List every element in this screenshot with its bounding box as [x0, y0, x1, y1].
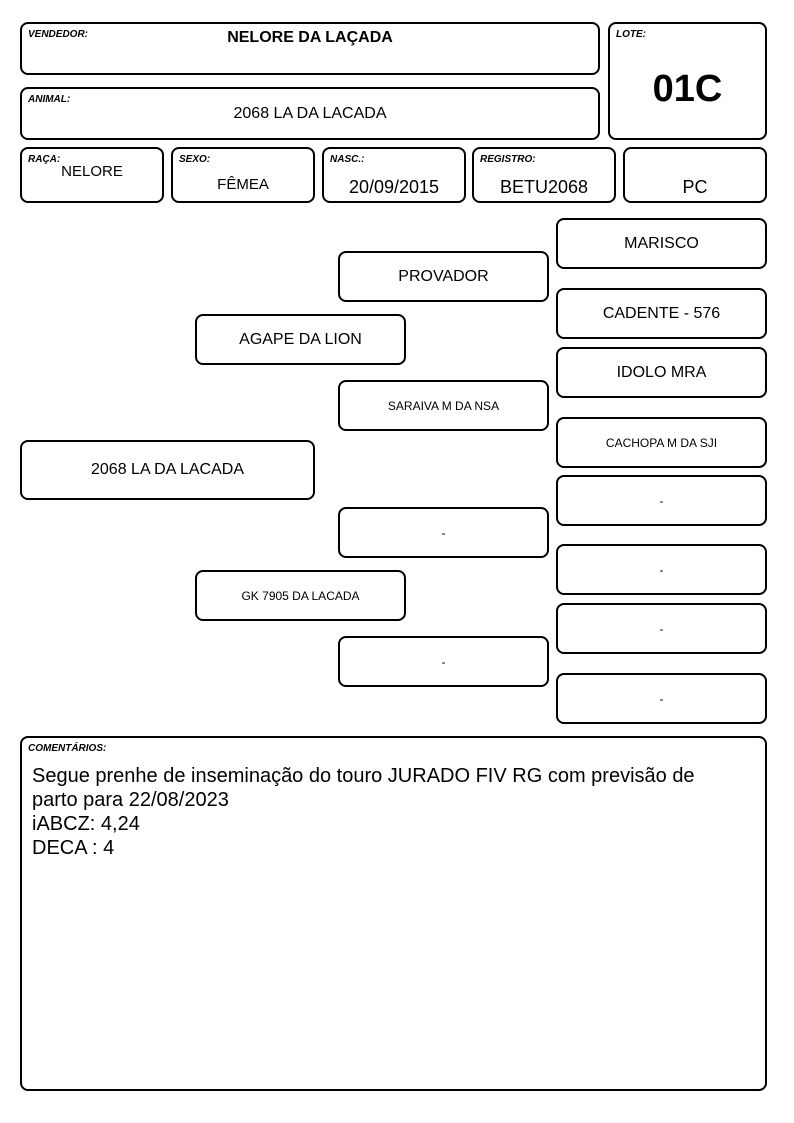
- pedigree-sire: AGAPE DA LION: [195, 314, 406, 365]
- nasc-box: NASC.: 20/09/2015: [322, 147, 466, 203]
- categoria-value: PC: [682, 177, 708, 197]
- pedigree-ggp-2: CADENTE - 576: [556, 288, 767, 339]
- vendedor-box: VENDEDOR: NELORE DA LAÇADA: [20, 22, 600, 75]
- registro-label: REGISTRO:: [480, 154, 536, 165]
- pedigree-dam-dam: -: [338, 636, 549, 687]
- comments-label: COMENTÁRIOS:: [28, 743, 107, 754]
- pedigree-dam: GK 7905 DA LACADA: [195, 570, 406, 621]
- nasc-label: NASC.:: [330, 154, 365, 165]
- raca-label: RAÇA:: [28, 154, 61, 165]
- comments-text: Segue prenhe de inseminação do touro JUR…: [32, 764, 695, 860]
- comments-box: COMENTÁRIOS: Segue prenhe de inseminação…: [20, 736, 767, 1091]
- sexo-label: SEXO:: [179, 154, 211, 165]
- raca-value: NELORE: [61, 163, 123, 180]
- lote-value: 01C: [652, 68, 723, 110]
- registro-box: REGISTRO: BETU2068: [472, 147, 616, 203]
- comment-line: DECA : 4: [32, 837, 115, 859]
- pedigree-ggp-3: IDOLO MRA: [556, 347, 767, 398]
- raca-box: RAÇA: NELORE: [20, 147, 164, 203]
- pedigree-ggp-5: -: [556, 475, 767, 526]
- pedigree-animal: 2068 LA DA LACADA: [20, 440, 315, 500]
- vendedor-value: NELORE DA LAÇADA: [227, 29, 393, 46]
- comment-line: parto para 22/08/2023: [32, 789, 229, 811]
- pedigree-ggp-4: CACHOPA M DA SJI: [556, 417, 767, 468]
- comment-line: iABCZ: 4,24: [32, 813, 140, 835]
- sexo-value: FÊMEA: [217, 176, 269, 193]
- pedigree-sire-sire: PROVADOR: [338, 251, 549, 302]
- registro-value: BETU2068: [499, 177, 589, 197]
- categoria-box: PC: [623, 147, 767, 203]
- pedigree-ggp-6: -: [556, 544, 767, 595]
- pedigree-sire-dam: SARAIVA M DA NSA: [338, 380, 549, 431]
- animal-value: 2068 LA DA LACADA: [233, 105, 387, 122]
- sexo-box: SEXO: FÊMEA: [171, 147, 315, 203]
- pedigree-ggp-8: -: [556, 673, 767, 724]
- animal-label: ANIMAL:: [28, 94, 71, 105]
- vendedor-label: VENDEDOR:: [28, 29, 89, 40]
- pedigree-ggp-1: MARISCO: [556, 218, 767, 269]
- comment-line: Segue prenhe de inseminação do touro JUR…: [32, 765, 695, 787]
- lote-box: LOTE: 01C: [608, 22, 767, 140]
- nasc-value: 20/09/2015: [348, 177, 440, 197]
- lote-label: LOTE:: [616, 29, 646, 40]
- pedigree-ggp-7: -: [556, 603, 767, 654]
- animal-box: ANIMAL: 2068 LA DA LACADA: [20, 87, 600, 140]
- pedigree-dam-sire: -: [338, 507, 549, 558]
